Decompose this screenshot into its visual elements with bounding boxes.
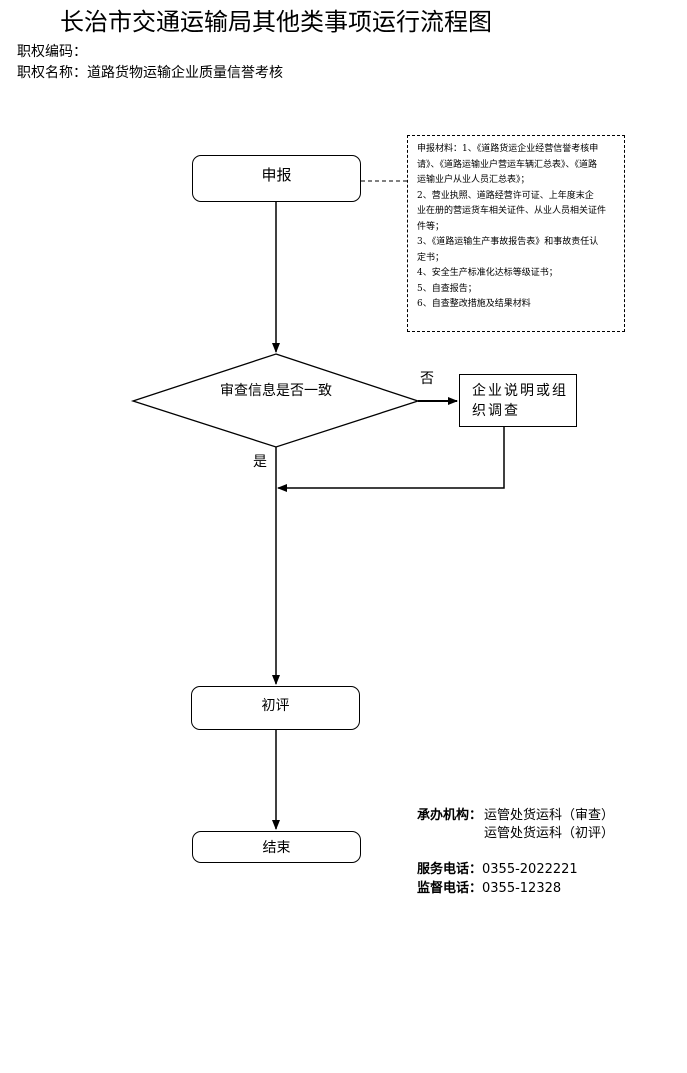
supervise-phone-number: 0355-12328 xyxy=(482,881,562,896)
power-name-label: 职权名称：道路货物运输企业质量信誉考核 xyxy=(17,65,283,81)
materials-box: 申报材料：1、《道路货运企业经营信誉考核申 请》、《道路运输业户营运车辆汇总表》… xyxy=(407,135,625,332)
supervise-phone-row: 监督电话：0355-12328 xyxy=(417,880,561,898)
service-phone-number: 0355-2022221 xyxy=(482,862,578,877)
service-phone-label: 服务电话： xyxy=(417,862,483,877)
node-end: 结束 xyxy=(192,831,361,863)
materials-line: 件等； xyxy=(417,221,445,232)
materials-line: 4、安全生产标准化达标等级证书； xyxy=(417,268,558,278)
arrow-explain-return xyxy=(277,427,505,492)
node-explain: 企业说明或组织调查 xyxy=(459,374,577,427)
page-title: 长治市交通运输局其他类事项运行流程图 xyxy=(60,8,492,36)
node-initial-review: 初评 xyxy=(191,686,360,730)
materials-line: 申报材料：1、《道路货运企业经营信誉考核申 xyxy=(417,144,599,154)
power-code-label: 职权编码： xyxy=(17,44,87,60)
edge-label-yes: 是 xyxy=(253,454,267,470)
materials-line: 请》、《道路运输业户营运车辆汇总表》、《道路 xyxy=(417,159,598,170)
service-phone-row: 服务电话：0355-2022221 xyxy=(417,861,578,879)
node-report: 申报 xyxy=(192,155,361,202)
materials-line: 5、自查报告； xyxy=(417,283,477,294)
organization-unit: 运管处货运科（初评） xyxy=(484,826,615,841)
materials-line: 2、营业执照、道路经营许可证、上年度末企 xyxy=(417,190,594,201)
node-decision-label: 审查信息是否一致 xyxy=(220,383,332,399)
materials-line: 业在册的营运货车相关证件、从业人员相关证件 xyxy=(417,206,607,216)
organization-label: 承办机构： xyxy=(417,808,483,823)
materials-line: 6、自查整改措施及结果材料 xyxy=(417,299,531,309)
materials-line: 定书； xyxy=(417,252,445,263)
materials-line: 3、《道路运输生产事故报告表》和事故责任认 xyxy=(417,237,599,247)
materials-line: 运输业户从业人员汇总表》； xyxy=(417,175,530,185)
organization-unit: 运管处货运科（审查） xyxy=(484,808,615,823)
supervise-phone-label: 监督电话： xyxy=(417,881,483,896)
edge-label-no: 否 xyxy=(420,371,434,387)
